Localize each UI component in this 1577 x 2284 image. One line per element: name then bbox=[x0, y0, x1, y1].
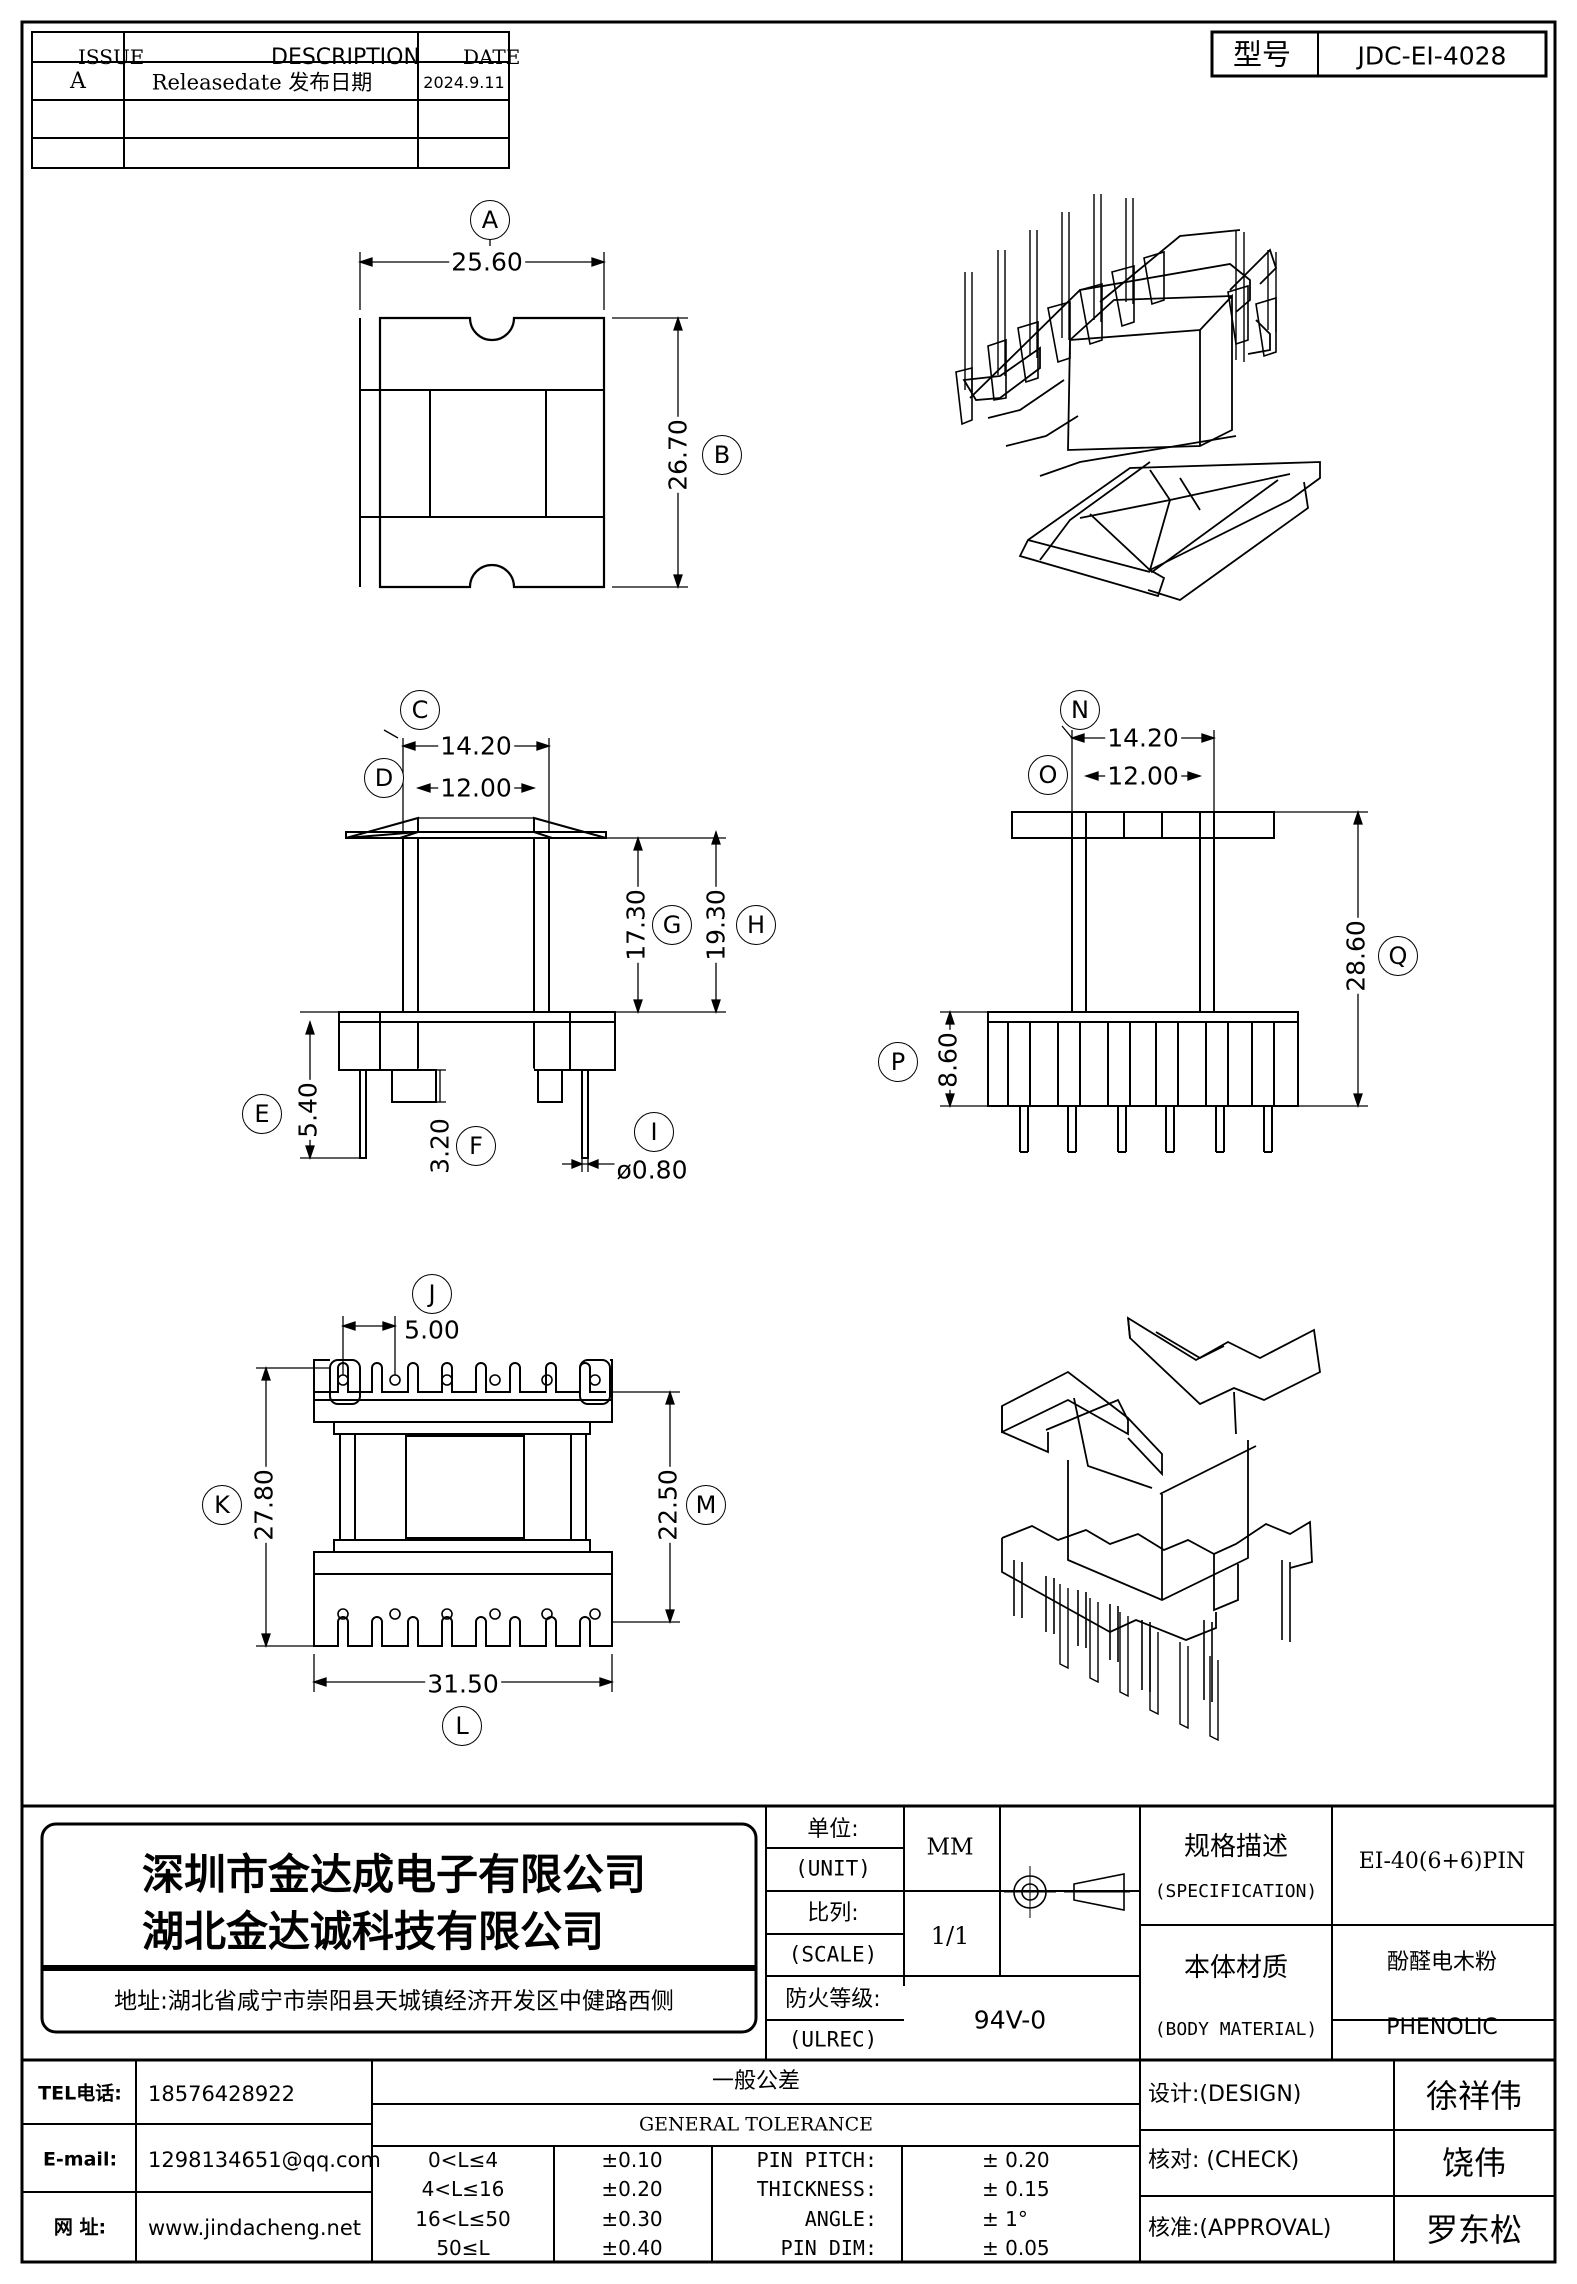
balloon-b: B bbox=[702, 435, 742, 475]
spec-cn: 规格描述 bbox=[1183, 1832, 1289, 1862]
balloon-n: N bbox=[1060, 690, 1100, 730]
balloon-h: H bbox=[736, 905, 776, 945]
ulrec-value: 94V-0 bbox=[973, 2005, 1047, 2035]
material-value-cn: 酚醛电木粉 bbox=[1386, 1950, 1498, 1975]
balloon-m: M bbox=[686, 1485, 726, 1525]
tol-item-3: ANGLE: bbox=[804, 2207, 877, 2231]
tol-value-1: ±0.10 bbox=[601, 2148, 663, 2172]
balloon-a: A bbox=[470, 200, 510, 240]
tol-item-2: THICKNESS: bbox=[756, 2177, 877, 2201]
tel-label: TEL电话: bbox=[38, 2082, 122, 2105]
approval-label: 核准:(APPROVAL) bbox=[1148, 2216, 1332, 2241]
rev-row-1-date: 2024.9.11 bbox=[423, 73, 505, 92]
email-value: 1298134651@qq.com bbox=[148, 2148, 381, 2172]
projection-symbol bbox=[1004, 1866, 1130, 1918]
unit-en: (UNIT) bbox=[795, 1856, 871, 1881]
tol-item-value-4: ± 0.05 bbox=[982, 2236, 1050, 2260]
scale-value: 1/1 bbox=[930, 1922, 970, 1950]
front-view-outline bbox=[338, 816, 616, 1159]
tol-item-value-2: ± 0.15 bbox=[982, 2177, 1050, 2201]
revision-table-grid bbox=[31, 31, 510, 169]
email-label: E-mail: bbox=[42, 2148, 118, 2171]
bottom-view-outline bbox=[313, 1359, 613, 1647]
spec-value: EI-40(6+6)PIN bbox=[1358, 1849, 1526, 1874]
dim-d: 12.00 bbox=[438, 773, 514, 803]
balloon-o: O bbox=[1028, 755, 1068, 795]
balloon-j: J bbox=[412, 1274, 452, 1314]
side-view-outline bbox=[987, 811, 1299, 1153]
rev-header-description: DESCRIPTION bbox=[271, 45, 420, 70]
tolerance-cn: 一般公差 bbox=[711, 2069, 801, 2094]
company-name-2: 湖北金达诚科技有限公司 bbox=[141, 1907, 605, 1956]
ulrec-cn: 防火等级: bbox=[785, 1987, 881, 2012]
tol-range-3: 16<L≤50 bbox=[415, 2207, 511, 2231]
unit-value: MM bbox=[926, 1834, 974, 1861]
company-address: 地址:湖北省咸宁市崇阳县天城镇经济开发区中健路西侧 bbox=[114, 1988, 674, 2015]
rev-row-1-issue: A bbox=[70, 69, 86, 94]
dim-n: 14.20 bbox=[1105, 723, 1181, 753]
isometric-view-bottom bbox=[1001, 1316, 1321, 1742]
isometric-view-top bbox=[955, 194, 1321, 601]
balloon-i: I bbox=[634, 1112, 674, 1152]
tol-range-1: 0<L≤4 bbox=[427, 2148, 499, 2172]
balloon-d: D bbox=[364, 758, 404, 798]
tel-value: 18576428922 bbox=[148, 2082, 295, 2106]
model-box bbox=[1210, 30, 1548, 78]
dim-l: 31.50 bbox=[425, 1669, 501, 1699]
tol-item-1: PIN PITCH: bbox=[756, 2148, 877, 2172]
front-view-dims bbox=[300, 729, 726, 1172]
unit-cn: 单位: bbox=[807, 1817, 859, 1842]
material-cn: 本体材质 bbox=[1183, 1953, 1289, 1983]
balloon-c: C bbox=[400, 690, 440, 730]
tol-item-value-3: ± 1° bbox=[982, 2207, 1028, 2231]
design-label: 设计:(DESIGN) bbox=[1148, 2082, 1302, 2107]
balloon-f: F bbox=[456, 1126, 496, 1166]
design-name: 徐祥伟 bbox=[1425, 2077, 1523, 2115]
dim-a: 25.60 bbox=[449, 247, 525, 277]
company-name-1: 深圳市金达成电子有限公司 bbox=[141, 1850, 647, 1899]
tol-item-value-1: ± 0.20 bbox=[982, 2148, 1050, 2172]
rev-row-1-description: Releasedate 发布日期 bbox=[151, 70, 373, 95]
web-value: www.jindacheng.net bbox=[148, 2216, 362, 2240]
top-view-outline bbox=[359, 316, 606, 589]
model-value: JDC-EI-4028 bbox=[1357, 41, 1507, 71]
title-block-grid bbox=[22, 1806, 1555, 2262]
tolerance-en: GENERAL TOLERANCE bbox=[638, 2113, 874, 2136]
rev-header-issue: ISSUE bbox=[78, 45, 145, 69]
balloon-e: E bbox=[242, 1094, 282, 1134]
rev-header-date: DATE bbox=[463, 45, 521, 69]
material-en: (BODY MATERIAL) bbox=[1154, 2019, 1318, 2040]
balloon-q: Q bbox=[1378, 936, 1418, 976]
web-label: 网 址: bbox=[53, 2216, 107, 2239]
balloon-l: L bbox=[442, 1706, 482, 1746]
scale-en: (SCALE) bbox=[788, 1942, 878, 1967]
balloon-k: K bbox=[202, 1485, 242, 1525]
spec-en: (SPECIFICATION) bbox=[1154, 1881, 1318, 1902]
dim-i: ø0.80 bbox=[614, 1155, 690, 1185]
check-label: 核对: (CHECK) bbox=[1148, 2148, 1300, 2173]
tol-item-4: PIN DIM: bbox=[780, 2236, 877, 2260]
tol-range-2: 4<L≤16 bbox=[421, 2177, 505, 2201]
scale-cn: 比列: bbox=[807, 1901, 859, 1926]
tol-value-3: ±0.30 bbox=[601, 2207, 663, 2231]
tol-value-4: ±0.40 bbox=[601, 2236, 663, 2260]
model-label: 型号 bbox=[1232, 37, 1292, 72]
dim-j: 5.00 bbox=[402, 1315, 462, 1345]
material-value-en: PHENOLIC bbox=[1386, 2015, 1498, 2040]
dim-c: 14.20 bbox=[438, 731, 514, 761]
tol-value-2: ±0.20 bbox=[601, 2177, 663, 2201]
approval-name: 罗东松 bbox=[1425, 2211, 1523, 2249]
tol-range-4: 50≤L bbox=[436, 2236, 490, 2260]
balloon-p: P bbox=[878, 1042, 918, 1082]
check-name: 饶伟 bbox=[1441, 2144, 1507, 2182]
sheet-border bbox=[20, 20, 1557, 2264]
balloon-g: G bbox=[652, 905, 692, 945]
dim-o: 12.00 bbox=[1105, 761, 1181, 791]
ulrec-en: (ULREC) bbox=[788, 2027, 878, 2052]
